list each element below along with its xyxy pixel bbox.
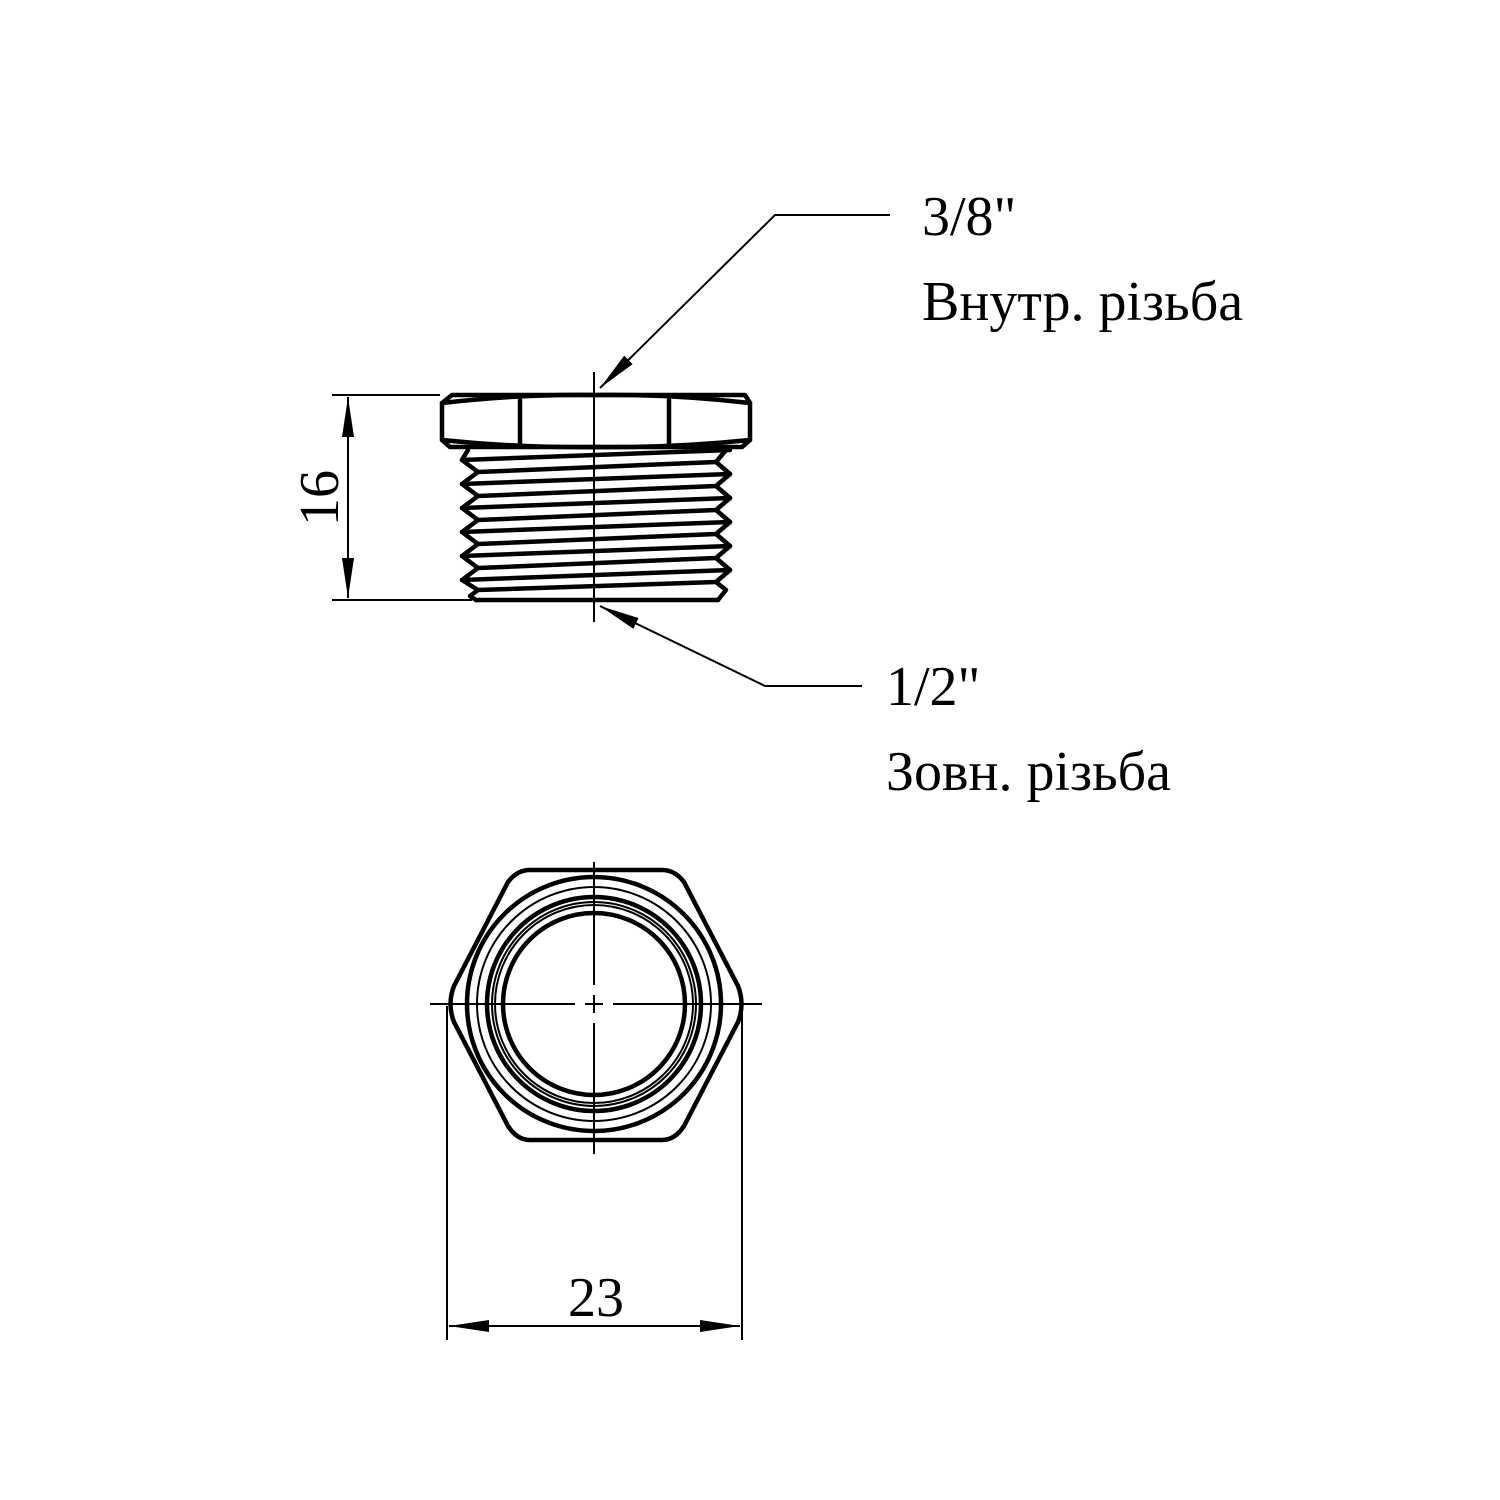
hex-chamfer-top bbox=[439, 392, 753, 406]
callout-bottom: 1/2" Зовн. різьба bbox=[599, 605, 1171, 803]
width-dimension: 23 bbox=[446, 1006, 743, 1340]
callout-bottom-description: Зовн. різьба bbox=[886, 741, 1171, 803]
callout-top-description: Внутр. різьба bbox=[922, 271, 1243, 333]
callout-top: 3/8" Внутр. різьба bbox=[599, 186, 1243, 389]
front-view bbox=[430, 862, 762, 1154]
hex-chamfer-bottom bbox=[439, 437, 753, 450]
callout-top-size: 3/8" bbox=[922, 186, 1016, 248]
side-view bbox=[439, 372, 753, 622]
hex-head bbox=[439, 392, 753, 450]
callout-bottom-size: 1/2" bbox=[886, 656, 980, 718]
height-dimension: 16 bbox=[289, 394, 472, 601]
dimension-width-label: 23 bbox=[568, 1267, 624, 1329]
thread bbox=[459, 447, 733, 603]
center-mark bbox=[430, 862, 762, 1154]
hex-outline bbox=[448, 867, 744, 1143]
dimension-height-label: 16 bbox=[289, 470, 351, 526]
